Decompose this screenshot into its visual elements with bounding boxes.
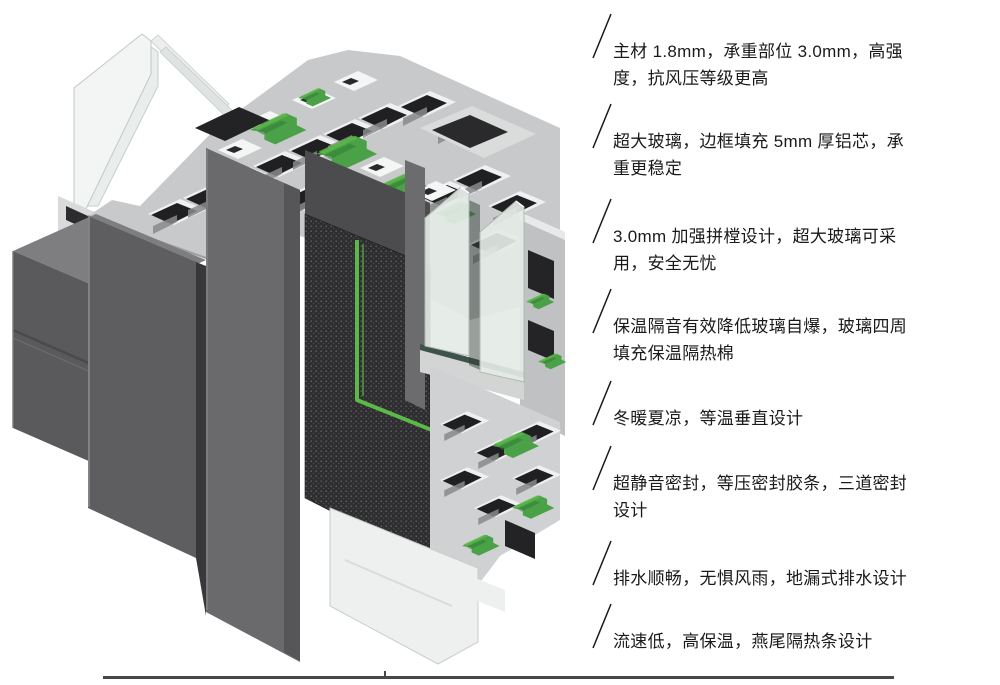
profile-steps-bottom-right [430,366,562,596]
feature-text: 主材 1.8mm，承重部位 3.0mm，高强 度，抗风压等级更高 [613,42,903,88]
bottom-divider-line [103,676,894,679]
feature-item: 保温隔音有效降低玻璃自爆，玻璃四周 填充保温隔热棉 [592,288,943,367]
leader-slash-icon [592,603,612,649]
mullion-post-center [206,148,300,662]
profile-right-column [520,212,567,436]
feature-text: 流速低，高保温，燕尾隔热条设计 [613,632,873,651]
feature-item: 3.0mm 加强拼樘设计，超大玻璃可采 用，安全无忧 [592,198,943,277]
feature-text: 超静音密封，等压密封胶条，三道密封 设计 [613,474,908,520]
bottom-divider-tick [384,671,386,676]
feature-text: 保温隔音有效降低玻璃自爆，玻璃四周 填充保温隔热棉 [613,317,908,363]
feature-text: 排水顺畅，无惧风雨，地漏式排水设计 [613,569,908,588]
leader-slash-icon [592,288,612,334]
feature-item: 主材 1.8mm，承重部位 3.0mm，高强 度，抗风压等级更高 [592,13,943,92]
leader-slash-icon [592,103,612,149]
leader-slash-icon [592,445,612,491]
mullion-post-left [88,216,206,616]
sill-glass-bottom [329,507,505,665]
leader-slash-icon [592,198,612,244]
leader-slash-icon [592,380,612,426]
feature-text: 超大玻璃，边框填充 5mm 厚铝芯，承 重更稳定 [613,132,904,178]
leader-slash-icon [592,540,612,586]
feature-item: 冬暖夏凉，等温垂直设计 [592,380,943,432]
glass-unit-right [405,106,536,410]
feature-item: 超大玻璃，边框填充 5mm 厚铝芯，承 重更稳定 [592,103,943,182]
feature-item: 超静音密封，等压密封胶条，三道密封 设计 [592,445,943,524]
feature-item: 流速低，高保温，燕尾隔热条设计 [592,603,943,655]
leader-slash-icon [592,13,612,59]
glass-pane-top-left [73,33,237,214]
feature-item: 排水顺畅，无惧风雨，地漏式排水设计 [592,540,943,592]
feature-text: 冬暖夏凉，等温垂直设计 [613,409,804,428]
feature-text: 3.0mm 加强拼樘设计，超大玻璃可采 用，安全无忧 [613,227,897,273]
